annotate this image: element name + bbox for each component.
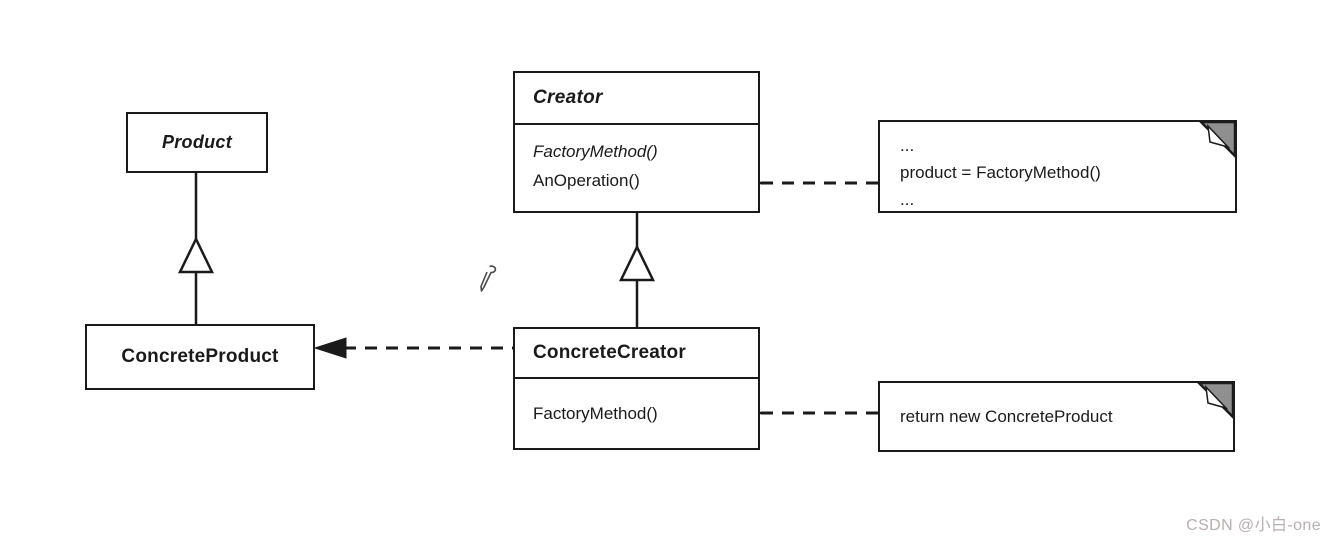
class-concrete-product: ConcreteProduct: [85, 324, 315, 390]
pencil-icon: [480, 265, 497, 292]
class-product-title: Product: [161, 132, 233, 152]
inheritance-triangle-icon: [178, 236, 214, 274]
method-anoperation: AnOperation(): [533, 171, 640, 190]
class-creator-methods-compartment: FactoryMethod() AnOperation(): [515, 125, 758, 195]
note-line-code: product = FactoryMethod(): [900, 163, 1101, 182]
class-concrete-creator-title: ConcreteCreator: [533, 342, 686, 363]
note-factory-method-usage: ... product = FactoryMethod() ...: [878, 120, 1237, 213]
class-product: Product: [126, 112, 268, 173]
class-creator: Creator FactoryMethod() AnOperation(): [513, 71, 760, 213]
note-line-ellipsis: ...: [900, 190, 915, 209]
inheritance-triangle-icon: [619, 244, 655, 282]
class-concrete-creator-title-compartment: ConcreteCreator: [515, 329, 758, 379]
class-creator-title: Creator: [533, 87, 603, 108]
class-concrete-product-title: ConcreteProduct: [121, 346, 279, 367]
class-concrete-creator-methods-compartment: FactoryMethod(): [515, 379, 758, 448]
note-return-concrete-product: return new ConcreteProduct: [878, 381, 1235, 452]
note-fold-icon: [1199, 120, 1237, 158]
class-creator-title-compartment: Creator: [515, 73, 758, 125]
note-line-code: return new ConcreteProduct: [900, 406, 1113, 426]
method-factorymethod: FactoryMethod(): [533, 403, 658, 423]
note-fold-icon: [1197, 381, 1235, 419]
class-concrete-creator: ConcreteCreator FactoryMethod(): [513, 327, 760, 450]
method-factorymethod-abstract: FactoryMethod(): [533, 142, 658, 161]
note-line-ellipsis: ...: [900, 136, 915, 155]
watermark-text: CSDN @小白-one: [1186, 517, 1321, 534]
creates-arrowhead-icon: [313, 337, 347, 359]
